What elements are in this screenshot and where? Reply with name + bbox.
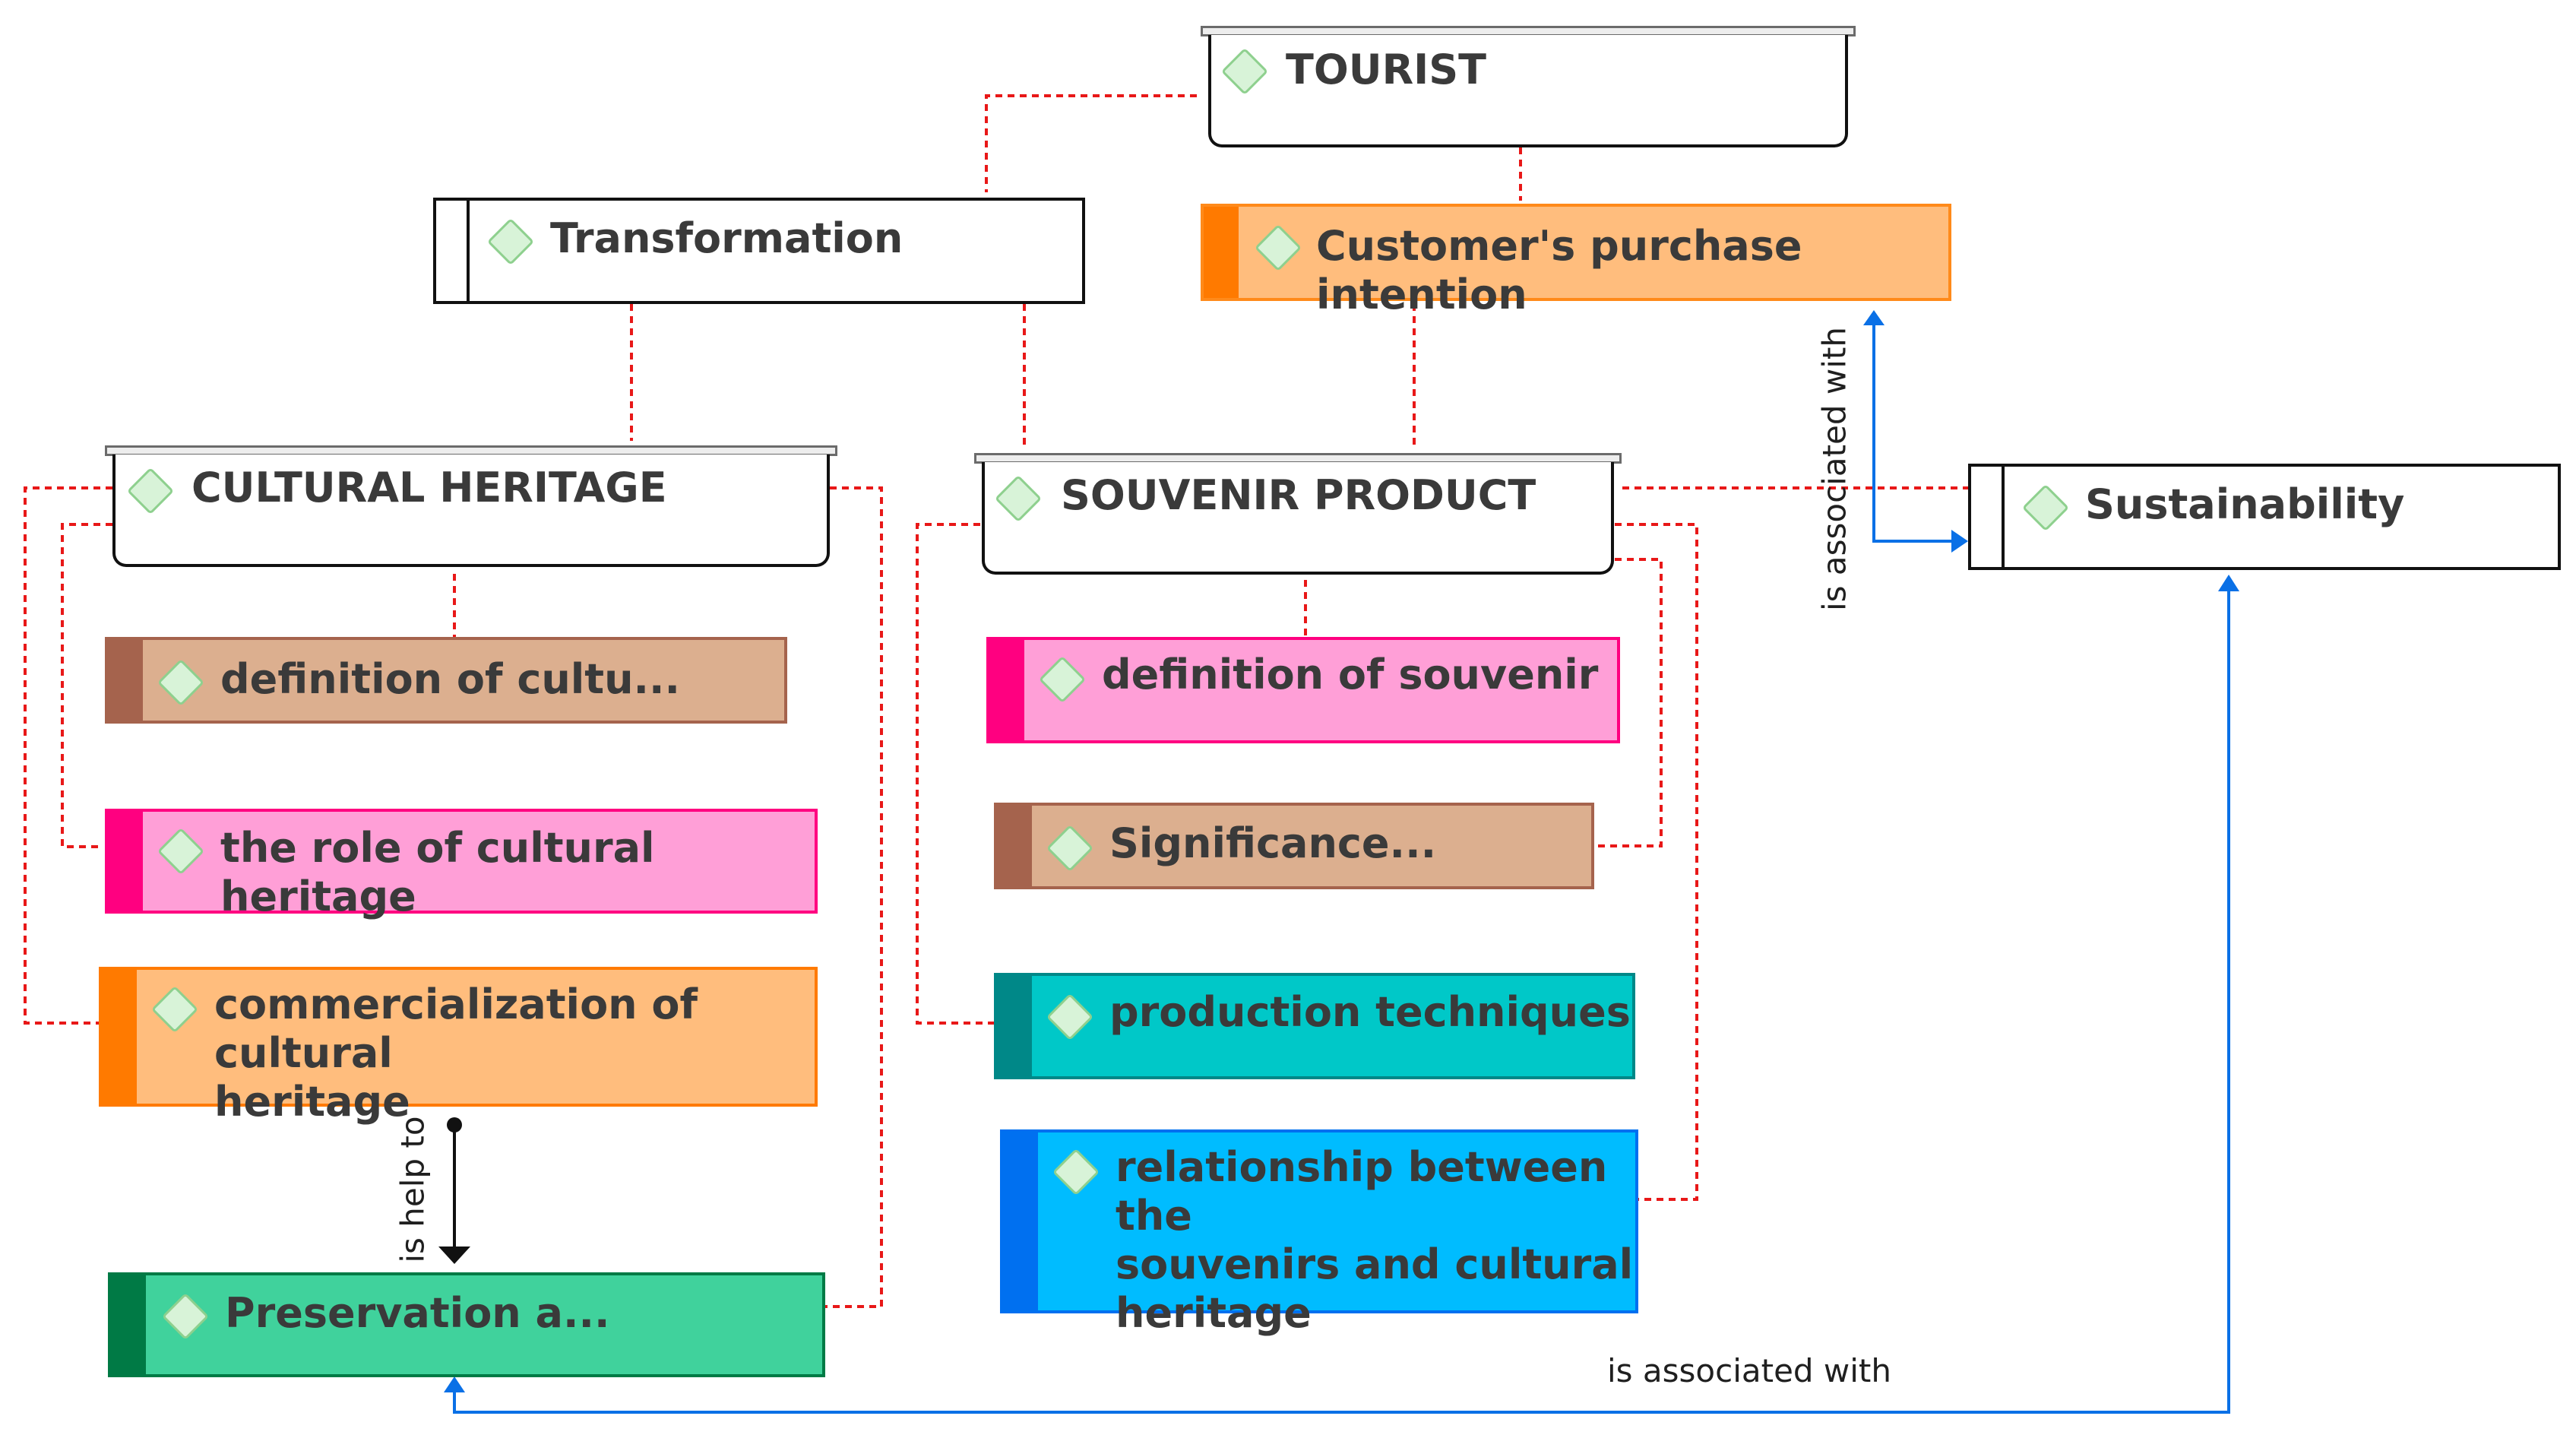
definition-souvenir-node[interactable]: definition of souvenir (986, 637, 1620, 743)
node-accent-stripe (989, 640, 1024, 740)
role-cultural-node[interactable]: the role of cultural heritage (105, 809, 818, 920)
node-accent-stripe (997, 976, 1032, 1076)
purchase-intention-node[interactable]: Customer's purchase intention (1201, 204, 1951, 318)
significance-node[interactable]: Significance... (994, 803, 1594, 889)
node-accent-stripe (1003, 1132, 1038, 1310)
dotted-connector (61, 523, 112, 848)
dotted-connector (824, 486, 883, 1308)
node-accent-stripe (1204, 207, 1239, 298)
dotted-connector (985, 94, 1197, 192)
souvenir-product-node[interactable]: SOUVENIR PRODUCT (982, 462, 1614, 575)
node-divider (2002, 467, 2005, 567)
dotted-connector (1592, 558, 1663, 847)
production-node[interactable]: production techniques (994, 973, 1635, 1079)
node-label: definition of souvenir (1102, 651, 1599, 698)
node-label: production techniques (1109, 988, 1631, 1036)
dotted-connector (24, 486, 112, 1025)
topic-diamond-icon (157, 658, 205, 707)
topic-diamond-icon (1254, 223, 1302, 272)
topic-diamond-icon (161, 1292, 210, 1341)
commercialization-node[interactable]: commercialization of cultural heritage (99, 967, 818, 1126)
associated-arrow-bottom (444, 575, 2239, 1414)
node-label: SOUVENIR PRODUCT (1061, 471, 1536, 519)
node-accent-stripe (108, 812, 143, 911)
transformation-node[interactable]: Transformation (433, 198, 1085, 304)
node-label: TOURIST (1286, 46, 1486, 93)
topic-diamond-icon (2021, 483, 2070, 532)
topic-diamond-icon (486, 217, 535, 266)
associated-vertical-label: is associated with (1815, 326, 1853, 612)
node-label: Customer's purchase intention (1316, 222, 1802, 318)
dotted-connector (1615, 523, 1698, 1201)
associated-arrow-vertical (1863, 310, 1968, 553)
node-accent-stripe (111, 1275, 146, 1374)
node-accent-stripe (108, 640, 143, 721)
node-label: commercialization of cultural heritage (214, 980, 698, 1126)
help-to-label: is help to (394, 1116, 432, 1263)
node-label: Transformation (550, 214, 903, 262)
node-label: Preservation a... (225, 1289, 610, 1337)
topic-diamond-icon (126, 467, 175, 515)
relationship-node[interactable]: relationship between the souvenirs and c… (1000, 1129, 1638, 1337)
topic-diamond-icon (1220, 47, 1269, 96)
node-label: relationship between the souvenirs and c… (1116, 1143, 1634, 1337)
sustainability-node[interactable]: Sustainability (1968, 464, 2561, 570)
tourist-node[interactable]: TOURIST (1208, 35, 1848, 147)
node-divider (467, 201, 470, 301)
associated-bottom-label: is associated with (1607, 1352, 1892, 1389)
node-label: the role of cultural heritage (220, 824, 655, 920)
node-accent-stripe (997, 806, 1032, 886)
node-label: CULTURAL HERITAGE (191, 464, 667, 512)
dotted-connector (916, 523, 994, 1025)
node-label: Significance... (1109, 819, 1437, 867)
topic-diamond-icon (157, 827, 205, 876)
node-label: Sustainability (2085, 480, 2405, 528)
topic-diamond-icon (1052, 1148, 1100, 1196)
preservation-node[interactable]: Preservation a... (108, 1272, 825, 1377)
node-accent-stripe (102, 970, 137, 1104)
topic-diamond-icon (1046, 824, 1094, 873)
topic-diamond-icon (150, 985, 199, 1034)
topic-diamond-icon (994, 474, 1043, 523)
cultural-heritage-node[interactable]: CULTURAL HERITAGE (112, 455, 830, 567)
topic-diamond-icon (1038, 655, 1087, 704)
topic-diamond-icon (1046, 993, 1094, 1041)
node-label: definition of cultu... (220, 655, 681, 703)
help-to-arrow (438, 1117, 470, 1264)
definition-cultural-node[interactable]: definition of cultu... (105, 637, 787, 724)
